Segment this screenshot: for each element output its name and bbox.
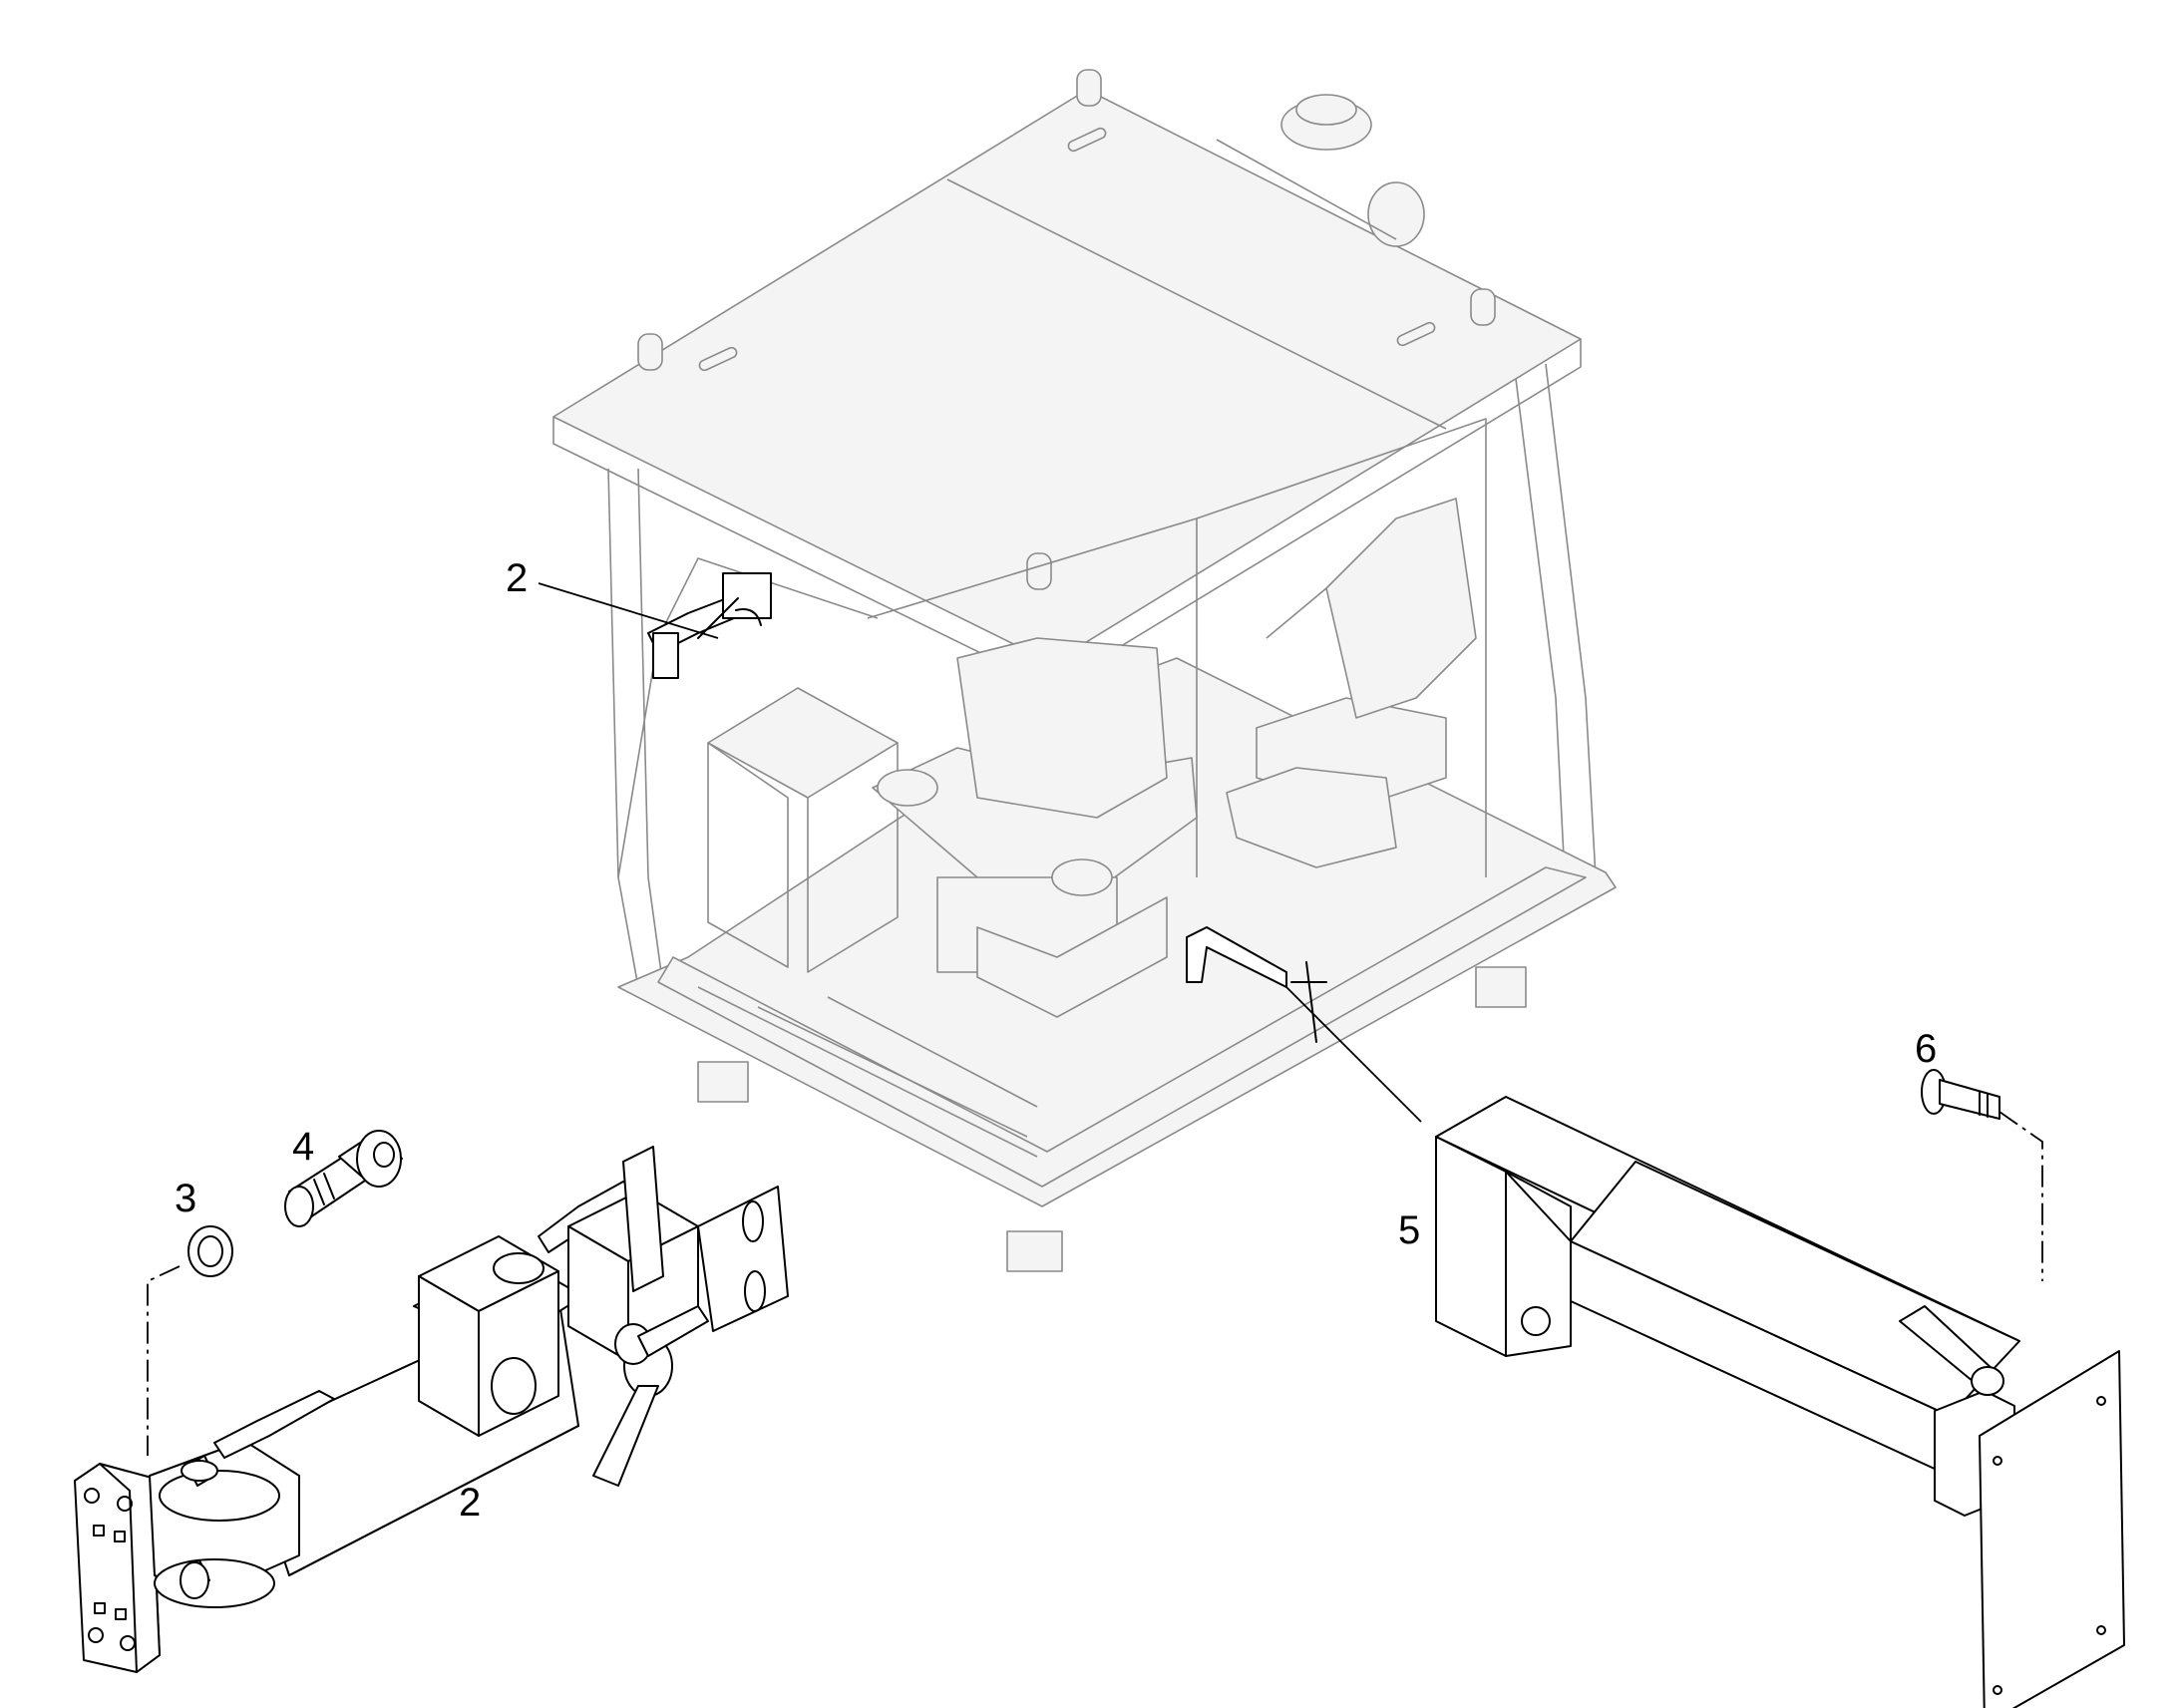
callout-label-bracket-detail: 2 [459, 1481, 481, 1525]
leader-line-arm-bracket [1285, 986, 1422, 1123]
carriage-bolt [1921, 1069, 2000, 1120]
callout-label-bolt: 6 [1915, 1027, 1937, 1071]
washer-assembly-line [147, 1265, 181, 1456]
bolt-assembly-line [1998, 1111, 2043, 1281]
telescopic-mirror-bracket [74, 1146, 789, 1673]
installed-floor-bracket [1186, 926, 1327, 1043]
mirror-arm-bracket [1435, 1096, 2125, 1708]
callout-label-arm-bracket: 5 [1398, 1208, 1420, 1252]
callout-label-screw: 4 [292, 1125, 314, 1169]
callout-label-washer: 3 [175, 1177, 196, 1220]
washer [187, 1225, 233, 1277]
callout-label-cab-bracket: 2 [506, 556, 528, 600]
installed-pillar-bracket [647, 572, 772, 679]
leader-line-cab-bracket [538, 582, 719, 639]
cap-screw [284, 1130, 403, 1227]
operator-cab-outline [552, 69, 1617, 1272]
